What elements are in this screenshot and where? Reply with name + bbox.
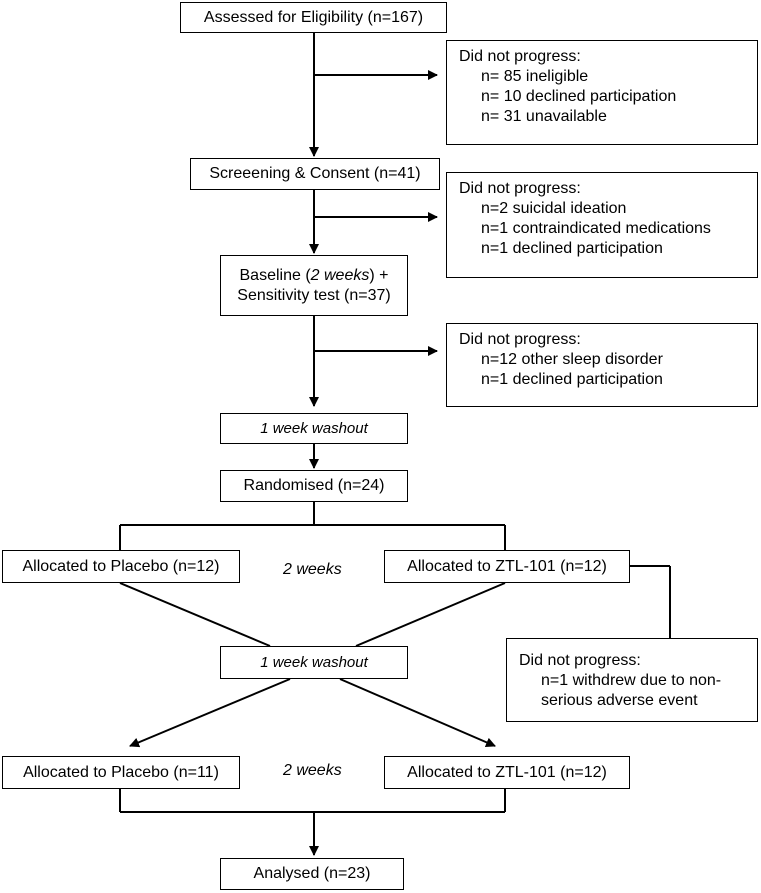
placebo2-label: Allocated to Placebo (n=11) xyxy=(23,763,219,781)
ztl2-box: Allocated to ZTL-101 (n=12) xyxy=(384,756,630,789)
placebo1-label: Allocated to Placebo (n=12) xyxy=(22,557,220,575)
excl3-item: n=12 other sleep disorder xyxy=(481,351,663,368)
excl2-box: Did not progress: n=2 suicidal ideation … xyxy=(446,172,758,278)
cross-left-out xyxy=(129,678,291,748)
excl3-box: Did not progress: n=12 other sleep disor… xyxy=(446,323,758,407)
period2-label: 2 weeks xyxy=(283,762,342,779)
excl1-title: Did not progress: xyxy=(459,48,581,65)
excl1-box: Did not progress: n= 85 ineligible n= 10… xyxy=(446,40,758,145)
washout1-label: 1 week washout xyxy=(260,419,368,437)
excl3-item: n=1 declined participation xyxy=(481,371,663,388)
ztl2-label: Allocated to ZTL-101 (n=12) xyxy=(407,763,607,781)
excl1-item: n= 10 declined participation xyxy=(481,88,677,105)
excl4-item: serious adverse event xyxy=(541,692,698,709)
excl1-item: n= 31 unavailable xyxy=(481,108,607,125)
placebo2-box: Allocated to Placebo (n=11) xyxy=(2,756,240,789)
washout1-box: 1 week washout xyxy=(220,413,408,444)
screening-box: Screeening & Consent (n=41) xyxy=(190,158,440,190)
excl2-item: n=1 contraindicated medications xyxy=(481,220,711,237)
excl2-title: Did not progress: xyxy=(459,180,581,197)
screening-label: Screeening & Consent (n=41) xyxy=(209,165,421,182)
excl1-item: n= 85 ineligible xyxy=(481,68,589,85)
cross-right-out xyxy=(339,678,496,748)
analysed-box: Analysed (n=23) xyxy=(220,858,404,890)
excl4-item: n=1 withdrew due to non- xyxy=(541,672,722,689)
baseline-post: ) + xyxy=(369,266,389,284)
washout2-box: 1 week washout xyxy=(220,646,408,679)
baseline-line1: Baseline (2 weeks) + xyxy=(240,266,389,286)
placebo1-box: Allocated to Placebo (n=12) xyxy=(2,550,240,583)
excl4-title: Did not progress: xyxy=(519,652,641,669)
baseline-line2: Sensitivity test (n=37) xyxy=(237,286,391,304)
washout2-label: 1 week washout xyxy=(260,653,368,671)
period1-label: 2 weeks xyxy=(283,561,342,578)
ztl1-box: Allocated to ZTL-101 (n=12) xyxy=(384,550,630,583)
excl2-item: n=2 suicidal ideation xyxy=(481,200,627,217)
baseline-box: Baseline (2 weeks) + Sensitivity test (n… xyxy=(220,255,408,316)
assessed-label: Assessed for Eligibility (n=167) xyxy=(203,8,424,26)
analysed-label: Analysed (n=23) xyxy=(253,865,371,882)
excl2-item: n=1 declined participation xyxy=(481,240,663,257)
excl4-box: Did not progress: n=1 withdrew due to no… xyxy=(506,638,758,722)
assessed-box: Assessed for Eligibility (n=167) xyxy=(180,2,447,33)
baseline-duration: 2 weeks xyxy=(310,266,370,284)
randomised-box: Randomised (n=24) xyxy=(220,470,408,502)
cross-right-in xyxy=(355,582,506,647)
ztl1-label: Allocated to ZTL-101 (n=12) xyxy=(407,557,607,575)
cross-left-in xyxy=(119,582,271,647)
randomised-label: Randomised (n=24) xyxy=(243,477,385,494)
baseline-pre: Baseline ( xyxy=(239,266,311,284)
excl3-title: Did not progress: xyxy=(459,331,581,348)
